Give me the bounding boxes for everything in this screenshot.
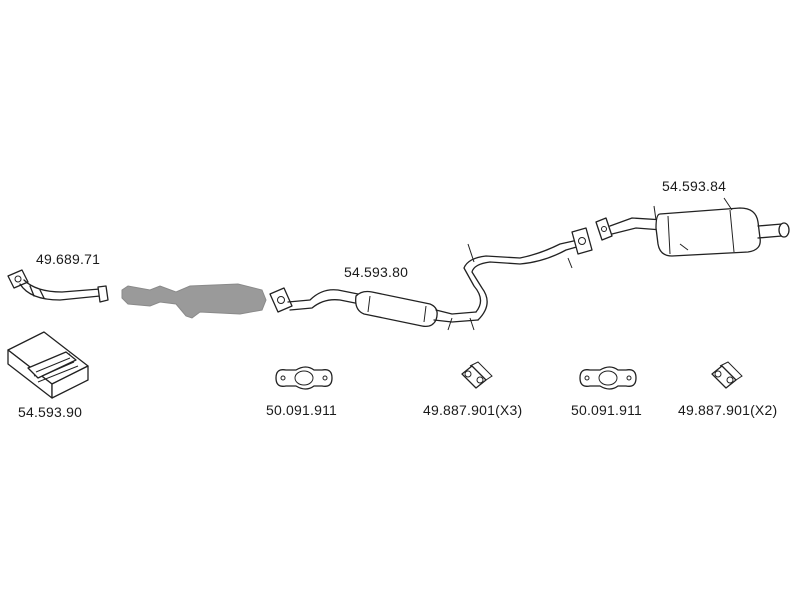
rear-silencer-label: 54.593.84 xyxy=(662,178,727,194)
intermediate-pipe-part[interactable] xyxy=(463,227,593,321)
front-pipe-label: 49.689.71 xyxy=(36,251,101,267)
middle-silencer-part[interactable] xyxy=(269,287,479,331)
gasket-2-label: 50.091.911 xyxy=(571,402,643,418)
middle-silencer-label: 54.593.80 xyxy=(344,264,409,280)
gasket-1-label: 50.091.911 xyxy=(266,402,338,418)
hanger-1-label: 49.887.901(X3) xyxy=(423,402,523,418)
hanger-1-part[interactable] xyxy=(461,361,493,389)
front-pipe-part[interactable] xyxy=(7,269,109,303)
gasket-2-part[interactable] xyxy=(579,366,637,390)
hanger-2-part[interactable] xyxy=(711,361,743,389)
mounting-kit-label: 54.593.90 xyxy=(18,404,83,420)
mounting-kit-part[interactable] xyxy=(7,331,89,399)
hanger-2-label: 49.887.901(X2) xyxy=(678,402,778,418)
gasket-1-part[interactable] xyxy=(275,366,333,390)
rear-silencer-part[interactable] xyxy=(595,197,790,257)
catalyst-part[interactable] xyxy=(121,283,267,319)
